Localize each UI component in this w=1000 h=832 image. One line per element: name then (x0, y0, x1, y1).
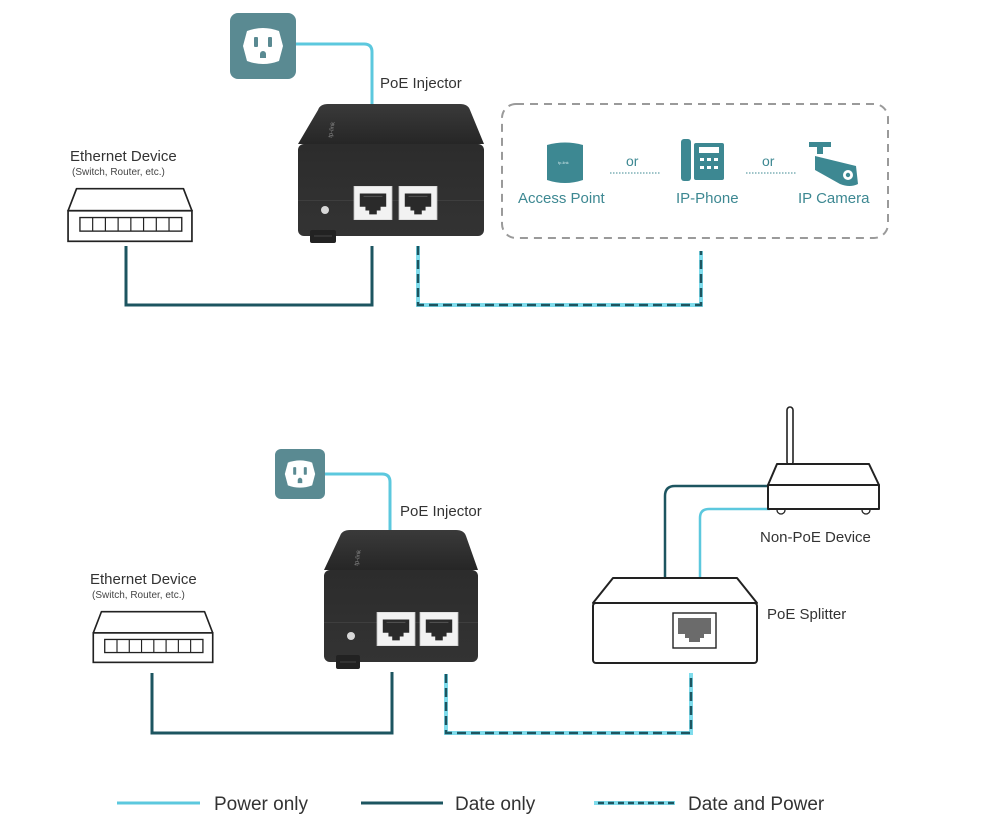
data-and-power-line (444, 673, 693, 735)
ethernet-switch-icon (92, 610, 214, 664)
injector-label: PoE Injector (380, 75, 462, 92)
poe-splitter-device (592, 577, 758, 664)
separator-or-1: or (626, 153, 639, 169)
power-led (321, 206, 329, 214)
diagram-bottom: PoE Injector tp-link Ethernet Device (Sw… (90, 406, 880, 735)
non-poe-device-label: Non-PoE Device (760, 529, 871, 546)
legend-item-data-and-power: Date and Power (594, 794, 825, 815)
ip-camera-label: IP Camera (798, 190, 870, 207)
ethernet-switch-icon (67, 187, 193, 243)
data-only-line (150, 672, 394, 735)
ip-camera-icon (809, 142, 858, 186)
legend-label-power-only: Power only (214, 794, 308, 815)
ethernet-device-sublabel: (Switch, Router, etc.) (72, 167, 165, 178)
rj45-port-in (353, 186, 393, 220)
power-only-line-splitter (698, 507, 770, 578)
power-only-line (324, 472, 392, 533)
ip-phone-label: IP-Phone (676, 190, 739, 207)
ip-phone-icon (681, 139, 724, 181)
data-only-line (124, 246, 374, 307)
poe-injector-device: tp-link (324, 530, 478, 669)
injector-label: PoE Injector (400, 503, 482, 520)
power-outlet-icon (230, 13, 296, 79)
legend-item-power-only: Power only (117, 794, 308, 815)
ethernet-device-label: Ethernet Device (70, 148, 177, 165)
rj45-port-in (376, 612, 416, 646)
power-outlet-icon (275, 449, 325, 499)
non-poe-router-icon (767, 406, 880, 515)
poe-injector-device: tp-link (298, 104, 484, 243)
legend: Power only Date only Date and Power (117, 794, 825, 815)
ethernet-device-sublabel: (Switch, Router, etc.) (92, 590, 185, 601)
data-and-power-line (416, 246, 703, 307)
rj45-port-out (419, 612, 459, 646)
separator-or-2: or (762, 153, 775, 169)
power-led (347, 632, 355, 640)
injector-logo: tp-link (354, 549, 363, 567)
svg-text:tp-link: tp-link (558, 160, 569, 165)
data-only-line-splitter (663, 484, 770, 578)
access-point-label: Access Point (518, 190, 606, 207)
power-only-line (296, 42, 374, 108)
poe-splitter-label: PoE Splitter (767, 606, 846, 623)
rj45-port-out (398, 186, 438, 220)
legend-label-data-and-power: Date and Power (688, 794, 825, 815)
diagram-top: PoE Injector tp-link Ethernet Device (Sw… (67, 13, 889, 307)
access-point-icon: tp-link (547, 142, 583, 183)
poe-devices-group-box (501, 103, 889, 239)
ethernet-device-label: Ethernet Device (90, 571, 197, 588)
injector-logo: tp-link (328, 121, 337, 139)
legend-item-data-only: Date only (361, 794, 536, 815)
legend-label-data-only: Date only (455, 794, 536, 815)
